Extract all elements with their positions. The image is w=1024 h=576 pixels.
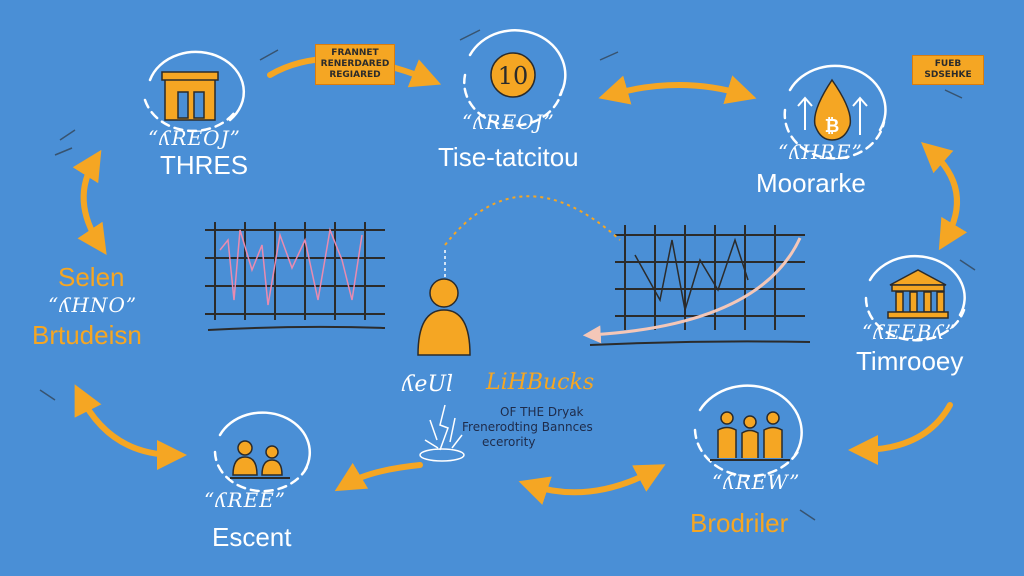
mid-right-label: Timrooey	[856, 346, 964, 376]
arrow-bottomleft-to-center	[334, 462, 423, 492]
arrow-top-to-topright	[598, 75, 757, 105]
center-line-1: OF THE Dryak	[500, 405, 584, 419]
right-chart-series	[634, 237, 749, 311]
building-icon	[161, 71, 219, 121]
left-grid-chart	[205, 222, 386, 331]
arrow-topleft-to-midleft	[72, 149, 107, 255]
center-line-2: Frenerodting Bannces	[462, 420, 593, 434]
tag-top-right: FUEB SDSEHKE	[912, 55, 984, 85]
mid-left-label-bottom: Brtudeisn	[32, 320, 142, 350]
top-left-script: “ʎREOJ”	[148, 126, 241, 150]
coin-stack-icon: 10	[490, 52, 536, 98]
mid-right-script: “ʎEEBʎ”	[862, 320, 956, 344]
right-chart-curve	[582, 237, 802, 344]
top-left-label: THRES	[160, 150, 249, 180]
center-script-white: ʎeUl	[402, 372, 454, 397]
family-icon	[710, 411, 790, 461]
top-center-script: “ʎREOJ”	[462, 110, 555, 134]
mid-left-script: “ʎHNO”	[48, 293, 138, 317]
arrow-midright-to-bottomright	[848, 402, 953, 465]
top-right-script: “ʎHRE”	[778, 140, 863, 164]
left-chart-series	[219, 227, 363, 306]
center-line-3: ecerority	[482, 435, 536, 449]
svg-text:10: 10	[498, 62, 529, 90]
people-icon	[230, 440, 290, 479]
mid-left-label-top: Selen	[58, 262, 125, 292]
bitcoin-drop-icon: ₿	[797, 78, 868, 141]
tag-top-left: FRANNET RENERDARED REGIARED	[315, 44, 395, 85]
bottom-right-label: Brodriler	[690, 508, 789, 538]
bottom-left-label: Escent	[212, 522, 292, 552]
dotted-arc	[444, 195, 621, 246]
lightning-splash-icon	[419, 404, 465, 462]
arrow-midleft-to-bottomleft	[74, 384, 187, 470]
icon-rings	[143, 29, 966, 493]
svg-text:₿: ₿	[825, 116, 840, 137]
arrow-bottom-center	[518, 464, 666, 505]
arrow-topright-to-midright	[921, 142, 968, 251]
bottom-right-script: “ʎREW”	[712, 470, 801, 494]
right-grid-chart	[582, 225, 811, 346]
top-right-label: Moorarke	[756, 168, 866, 198]
top-center-label: Tise-tatcitou	[438, 142, 579, 172]
center-script-orange: LiHBucks	[486, 370, 595, 395]
person-icon	[417, 278, 471, 356]
bottom-left-script: “ʎREE”	[204, 488, 287, 512]
bank-icon	[887, 269, 949, 319]
